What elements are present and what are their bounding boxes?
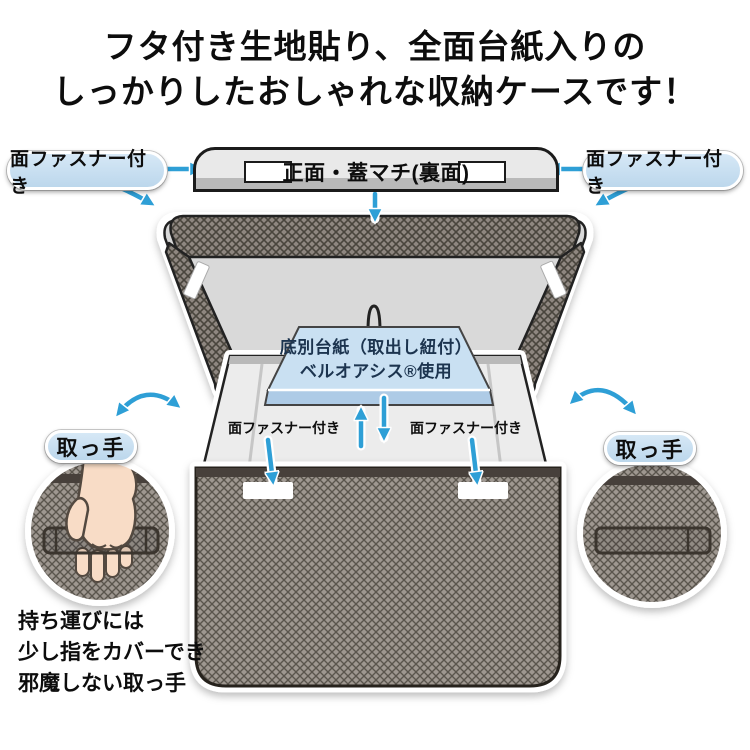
- knuckles: [91, 543, 123, 549]
- box-edge-closeup-right: [582, 476, 722, 485]
- inner-velcro-label-left: 面ファスナー付き: [228, 420, 340, 436]
- lid-velcro-strip-right: [540, 260, 567, 299]
- flap-velcro-left: [244, 161, 292, 183]
- callout-velcro-right: 面ファスナー付き: [583, 149, 743, 197]
- pull-string-loop: [366, 304, 382, 332]
- handle-right: [594, 526, 712, 555]
- front-velcro-strip-left: [243, 482, 293, 499]
- board-edge: [263, 389, 495, 406]
- callout-velcro-right-label: 面ファスナー付き: [586, 148, 723, 197]
- handle-note: 持ち運びには 少し指をカバーでき 邪魔しない取っ手: [18, 606, 206, 699]
- page-title: フタ付き生地貼り、全面台紙入りの しっかりしたおしゃれな収納ケースです！: [0, 24, 750, 114]
- wall-crease-lines: [247, 363, 503, 469]
- bottom-board-label: 底別台紙（取出し紐付） ベルオアシス®使用: [258, 336, 494, 384]
- arrow-zoom-left-icon: [118, 392, 178, 414]
- box-front-panel: [194, 466, 562, 688]
- arrow-velcro-right-icon: [472, 437, 477, 482]
- inner-velcro-label-right: 面ファスナー付き: [410, 420, 522, 436]
- box-front: [189, 461, 567, 693]
- hand-palm: [65, 461, 138, 551]
- callout-velcro-left: 面ファスナー付き: [7, 149, 167, 197]
- thumb: [65, 497, 90, 542]
- board-label-line-2: ベルオアシス®使用: [299, 362, 453, 381]
- front-top-edge: [196, 468, 560, 477]
- handle-note-line-1: 持ち運びには: [18, 610, 144, 633]
- callout-handle-left: 取っ手: [45, 430, 137, 463]
- lid-flap-diagram: 正面・蓋マチ(裏面): [193, 147, 559, 192]
- flap-velcro-right: [458, 161, 506, 183]
- board-label-line-1: 底別台紙（取出し紐付）: [279, 338, 473, 357]
- handle-zoom-circle-left: [25, 456, 175, 606]
- bottom-board-illustration: [263, 304, 495, 406]
- flap-label: 正面・蓋マチ(裏面): [282, 162, 470, 185]
- front-velcro-strip-right: [458, 482, 508, 499]
- title-line-1: フタ付き生地貼り、全面台紙入りの: [103, 28, 647, 65]
- callout-handle-right-label: 取っ手: [615, 438, 685, 462]
- handle-stitches-left: [54, 529, 148, 552]
- handle-note-line-2: 少し指をカバーでき: [18, 641, 206, 664]
- arrow-velcro-left-icon: [268, 437, 273, 482]
- arrow-zoom-right-icon: [572, 387, 634, 412]
- handle-zoom-circle-right: [577, 458, 727, 608]
- callout-velcro-left-label: 面ファスナー付き: [10, 148, 147, 197]
- handle-note-line-3: 邪魔しない取っ手: [18, 672, 186, 695]
- title-line-2: しっかりしたおしゃれな収納ケースです！: [52, 73, 698, 110]
- callout-handle-right: 取っ手: [604, 432, 696, 465]
- lid-velcro-strip-left: [183, 261, 210, 300]
- arrows: [107, 169, 643, 482]
- callout-handle-left-label: 取っ手: [56, 436, 126, 460]
